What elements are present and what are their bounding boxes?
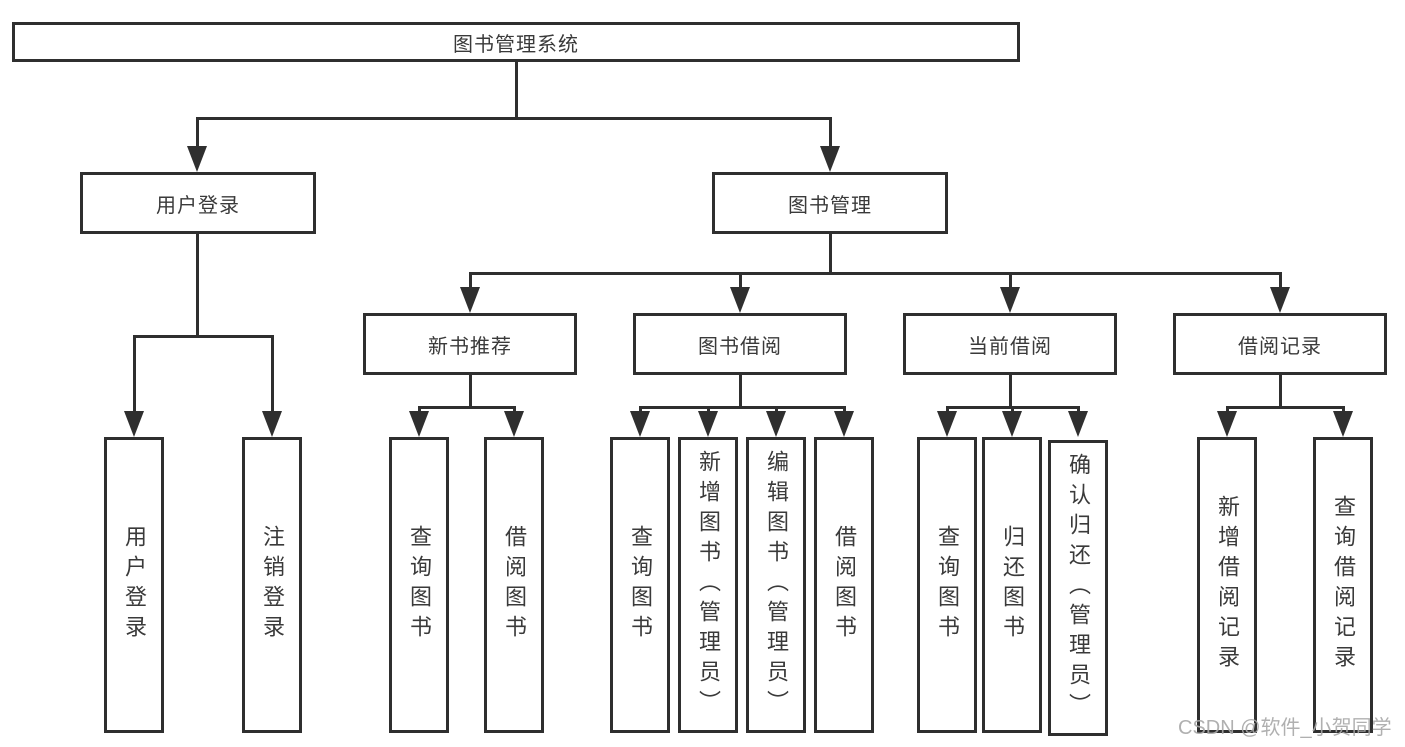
arrow-down-icon bbox=[504, 411, 524, 437]
node-current-borrowing: 当前借阅 bbox=[903, 313, 1117, 375]
connector-line bbox=[1009, 272, 1012, 289]
arrow-down-icon bbox=[1002, 411, 1022, 437]
arrow-down-icon bbox=[834, 411, 854, 437]
connector-line bbox=[829, 234, 832, 272]
arrow-down-icon bbox=[409, 411, 429, 437]
arrow-down-icon bbox=[1270, 287, 1290, 313]
connector-line bbox=[1342, 406, 1345, 414]
connector-line bbox=[739, 375, 742, 409]
arrow-down-icon bbox=[262, 411, 282, 437]
leaf-confirm-return-admin: 确认归还（管理员） bbox=[1048, 440, 1108, 736]
arrow-down-icon bbox=[730, 287, 750, 313]
leaf-query-books-recommend: 查询图书 bbox=[389, 437, 449, 733]
connector-line bbox=[739, 272, 742, 289]
leaf-query-books-current: 查询图书 bbox=[917, 437, 977, 733]
leaf-add-borrow-record: 新增借阅记录 bbox=[1197, 437, 1257, 733]
connector-line bbox=[469, 375, 472, 409]
arrow-down-icon bbox=[630, 411, 650, 437]
node-library-system: 图书管理系统 bbox=[12, 22, 1020, 62]
connector-line bbox=[469, 272, 472, 289]
arrow-down-icon bbox=[820, 146, 840, 172]
arrow-down-icon bbox=[1000, 287, 1020, 313]
leaf-logout-login: 注销登录 bbox=[242, 437, 302, 733]
connector-line bbox=[133, 335, 136, 413]
leaf-user-login: 用户登录 bbox=[104, 437, 164, 733]
node-book-borrowing: 图书借阅 bbox=[633, 313, 847, 375]
connector-line bbox=[1226, 406, 1344, 409]
connector-line bbox=[843, 406, 846, 414]
arrow-down-icon bbox=[937, 411, 957, 437]
connector-line bbox=[639, 406, 642, 414]
node-borrowing-records: 借阅记录 bbox=[1173, 313, 1387, 375]
connector-line bbox=[1279, 272, 1282, 289]
connector-line bbox=[418, 406, 516, 409]
arrow-down-icon bbox=[1333, 411, 1353, 437]
connector-line bbox=[1011, 406, 1014, 414]
leaf-return-books: 归还图书 bbox=[982, 437, 1042, 733]
arrow-down-icon bbox=[698, 411, 718, 437]
arrow-down-icon bbox=[1068, 411, 1088, 437]
connector-line bbox=[1279, 375, 1282, 409]
arrow-down-icon bbox=[187, 146, 207, 172]
connector-line bbox=[1077, 406, 1080, 414]
connector-line bbox=[513, 406, 516, 414]
connector-line bbox=[196, 117, 199, 149]
connector-line bbox=[775, 406, 778, 414]
connector-line bbox=[829, 117, 832, 149]
arrow-down-icon bbox=[1217, 411, 1237, 437]
arrow-down-icon bbox=[766, 411, 786, 437]
leaf-borrow-books-recommend: 借阅图书 bbox=[484, 437, 544, 733]
watermark: CSDN @软件_小贺同学 bbox=[1178, 717, 1392, 739]
connector-line bbox=[1009, 375, 1012, 409]
arrow-down-icon bbox=[460, 287, 480, 313]
connector-line bbox=[469, 272, 1282, 275]
leaf-query-borrow-record: 查询借阅记录 bbox=[1313, 437, 1373, 733]
leaf-add-books-admin: 新增图书（管理员） bbox=[678, 437, 738, 733]
leaf-borrow-books-borrowing: 借阅图书 bbox=[814, 437, 874, 733]
connector-line bbox=[946, 406, 949, 414]
connector-line bbox=[707, 406, 710, 414]
connector-line bbox=[196, 234, 199, 335]
leaf-query-books-borrowing: 查询图书 bbox=[610, 437, 670, 733]
node-book-management: 图书管理 bbox=[712, 172, 948, 234]
arrow-down-icon bbox=[124, 411, 144, 437]
connector-line bbox=[515, 62, 518, 117]
leaf-edit-books-admin: 编辑图书（管理员） bbox=[746, 437, 806, 733]
connector-line bbox=[271, 335, 274, 413]
connector-line bbox=[639, 406, 845, 409]
connector-line bbox=[133, 335, 274, 338]
node-new-book-recommendation: 新书推荐 bbox=[363, 313, 577, 375]
connector-line bbox=[196, 117, 832, 120]
node-user-login: 用户登录 bbox=[80, 172, 316, 234]
connector-line bbox=[1226, 406, 1229, 414]
connector-line bbox=[418, 406, 421, 414]
